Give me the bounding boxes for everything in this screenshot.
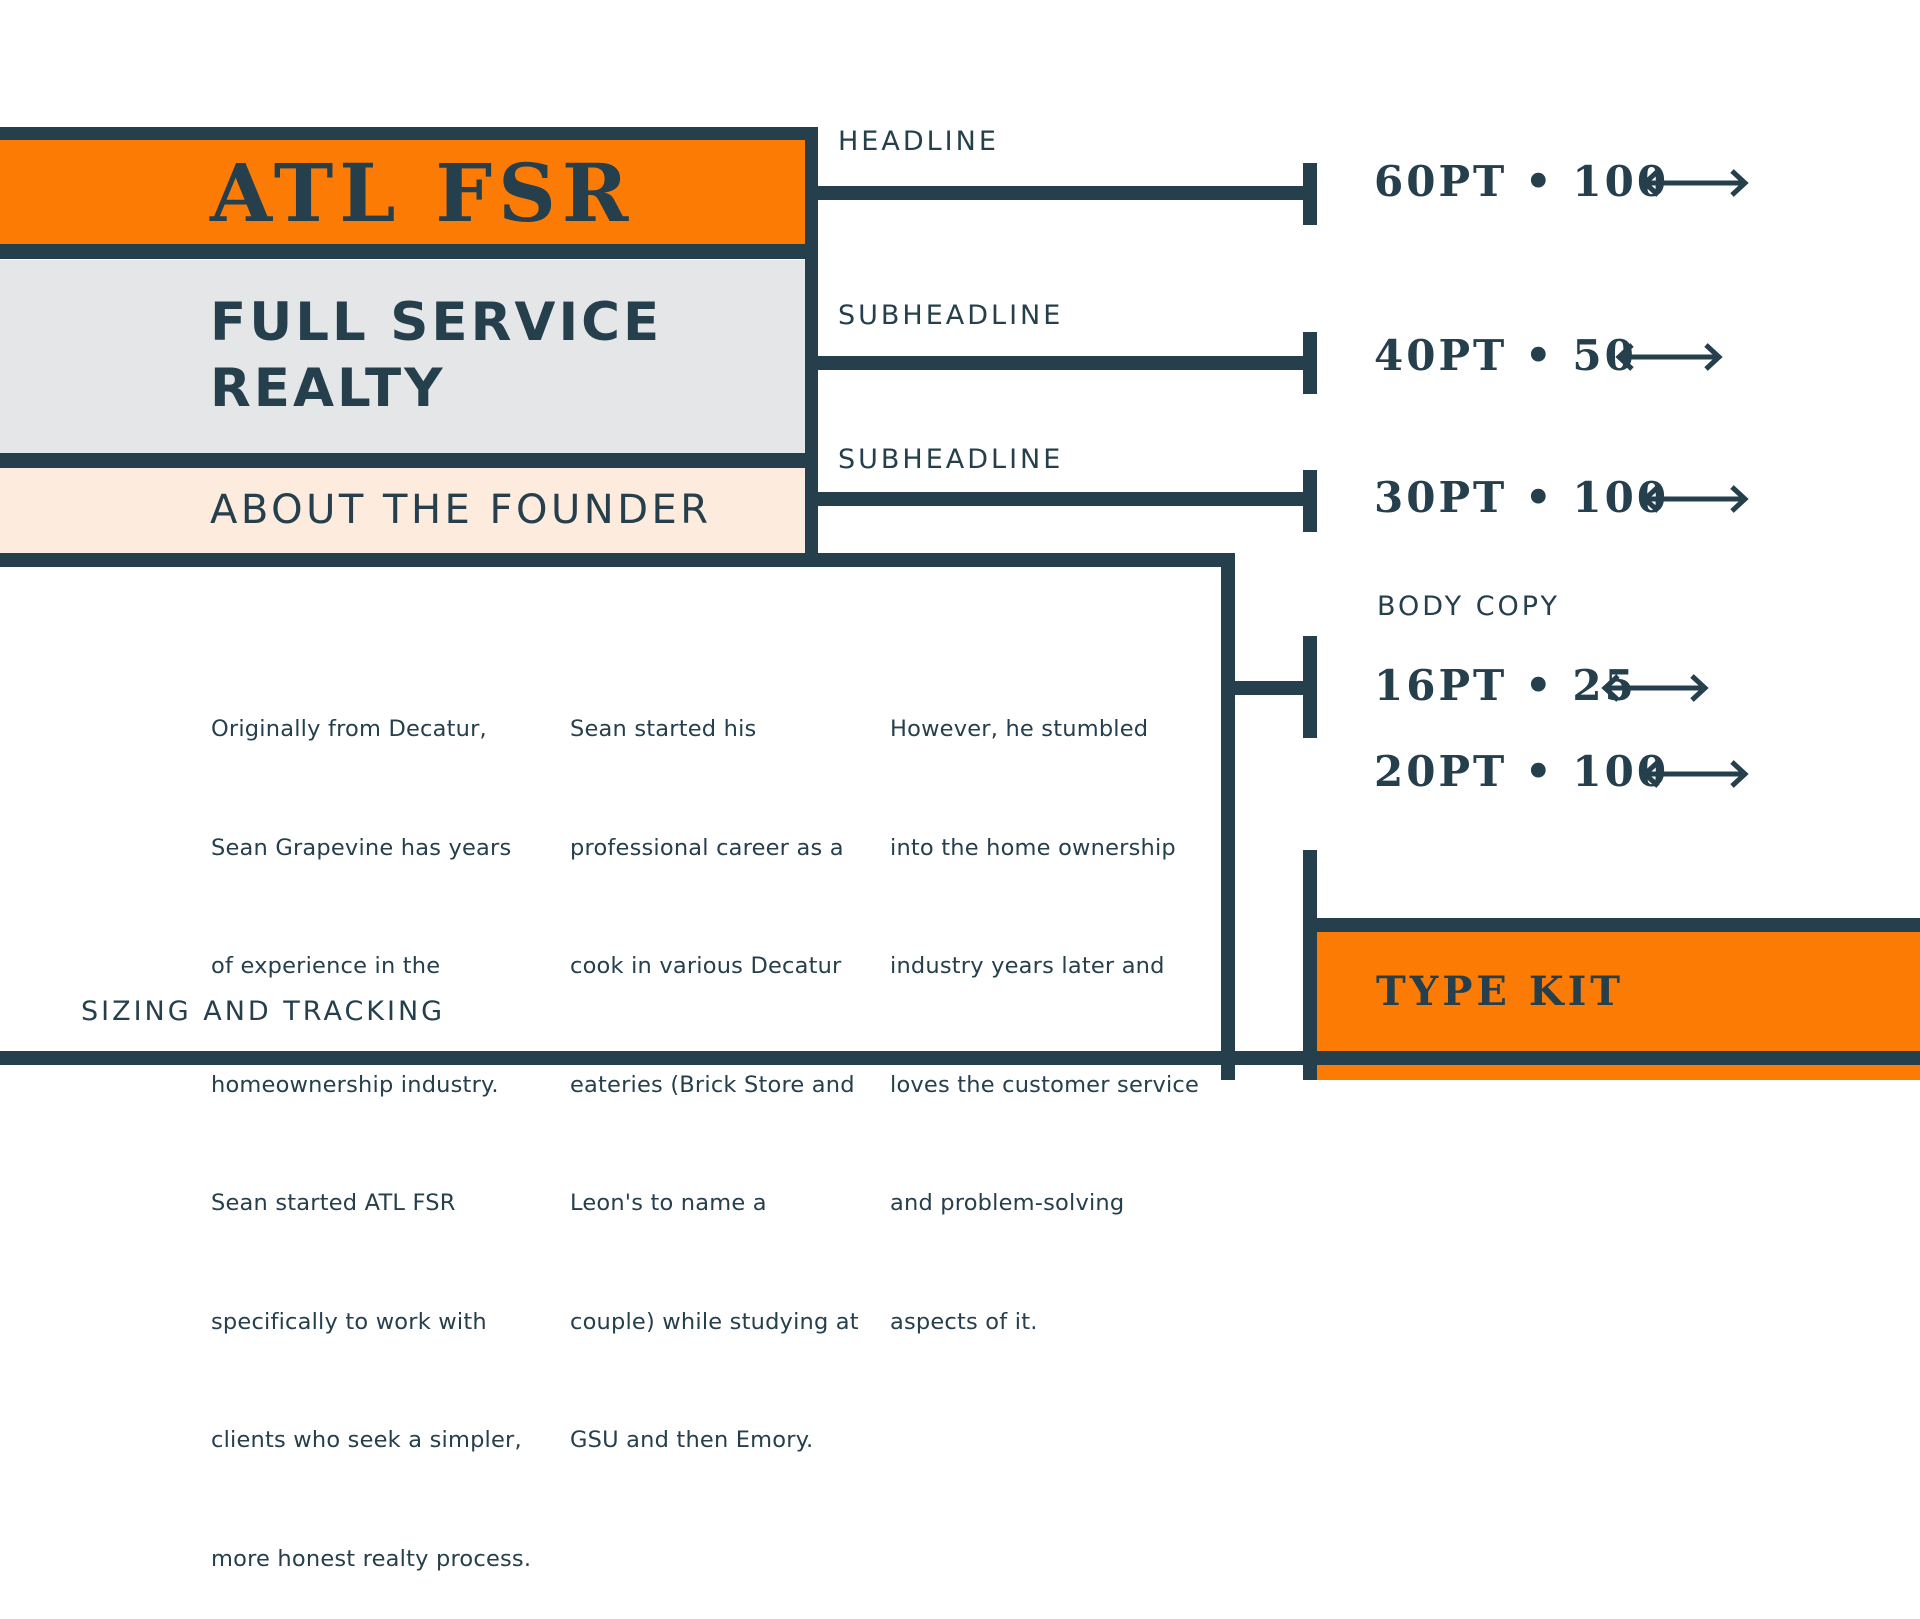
body-line: cook in various Decatur: [570, 953, 842, 979]
body-line: Sean started his: [570, 716, 757, 742]
body-line: eateries (Brick Store and: [570, 1071, 855, 1098]
label-sizing-tracking: SIZING AND TRACKING: [81, 996, 446, 1027]
body-frame-right: [1221, 553, 1235, 1080]
connector-headline-cap: [1303, 163, 1317, 225]
body-line: of experience in the: [211, 953, 441, 979]
label-body-copy: BODY COPY: [1377, 591, 1560, 622]
body-line: and problem-solving: [890, 1190, 1125, 1216]
section-title: ABOUT THE FOUNDER: [210, 487, 712, 533]
double-arrow-icon: [1641, 485, 1749, 513]
spec-body-1: 16PT • 25: [1374, 661, 1637, 710]
subheadline-title: FULL SERVICE REALTY: [210, 290, 662, 422]
frame-right-edge: [805, 127, 818, 567]
spec-body-2: 20PT • 100: [1374, 747, 1670, 796]
frame-top: [0, 127, 818, 140]
body-column-2: Sean started his professional career as …: [570, 631, 859, 1500]
body-line: loves the customer service: [890, 1071, 1200, 1098]
connector-subheadline-1: [818, 356, 1308, 370]
type-kit-stem: [1303, 850, 1317, 1080]
body-line: However, he stumbled: [890, 716, 1149, 742]
connector-body-cap: [1303, 636, 1317, 738]
subheadline-line-2: REALTY: [210, 358, 446, 419]
brand-title: ATL FSR: [210, 146, 635, 240]
section-band: [0, 468, 805, 553]
double-arrow-icon: [1601, 674, 1709, 702]
frame-divider-1: [0, 244, 818, 259]
double-arrow-icon: [1615, 343, 1723, 371]
spec-headline: 60PT • 100: [1374, 157, 1670, 206]
label-subheadline-2: SUBHEADLINE: [838, 444, 1064, 475]
body-line: GSU and then Emory.: [570, 1427, 814, 1453]
label-subheadline-1: SUBHEADLINE: [838, 300, 1064, 331]
frame-bottom: [0, 1051, 1920, 1065]
body-line: Sean started ATL FSR: [211, 1190, 456, 1216]
type-kit-label: TYPE KIT: [1376, 968, 1625, 1015]
double-arrow-icon: [1641, 760, 1749, 788]
spec-subheadline-2: 30PT • 100: [1374, 473, 1670, 522]
connector-headline: [818, 186, 1308, 200]
body-line: more honest realty process.: [211, 1545, 532, 1572]
connector-subheadline-1-cap: [1303, 332, 1317, 394]
body-line: couple) while studying at: [570, 1308, 859, 1335]
label-headline: HEADLINE: [838, 126, 999, 157]
body-line: homeownership industry.: [211, 1071, 499, 1098]
connector-subheadline-2-cap: [1303, 470, 1317, 532]
frame-divider-2: [0, 453, 818, 468]
type-kit-band: [1317, 932, 1920, 1051]
connector-body: [1235, 681, 1308, 695]
type-kit-band-bottom: [1317, 1065, 1920, 1080]
subheadline-line-1: FULL SERVICE: [210, 292, 663, 353]
body-line: Leon's to name a: [570, 1190, 767, 1216]
type-kit-top-bar: [1303, 918, 1920, 932]
body-line: industry years later and: [890, 953, 1165, 979]
body-line: Originally from Decatur,: [211, 716, 487, 742]
body-line: into the home ownership: [890, 834, 1176, 861]
connector-subheadline-2: [818, 492, 1308, 506]
body-line: specifically to work with: [211, 1308, 487, 1335]
body-column-1: Originally from Decatur, Sean Grapevine …: [211, 631, 531, 1619]
double-arrow-icon: [1641, 169, 1749, 197]
subheadline-band: [0, 260, 805, 453]
body-line: aspects of it.: [890, 1308, 1038, 1335]
headline-band: [0, 140, 805, 244]
body-column-3: However, he stumbled into the home owner…: [890, 631, 1199, 1382]
body-line: Sean Grapevine has years: [211, 834, 512, 861]
body-line: clients who seek a simpler,: [211, 1427, 522, 1453]
spec-subheadline-1: 40PT • 50: [1374, 331, 1637, 380]
body-line: professional career as a: [570, 834, 844, 861]
frame-divider-3: [0, 553, 1235, 567]
